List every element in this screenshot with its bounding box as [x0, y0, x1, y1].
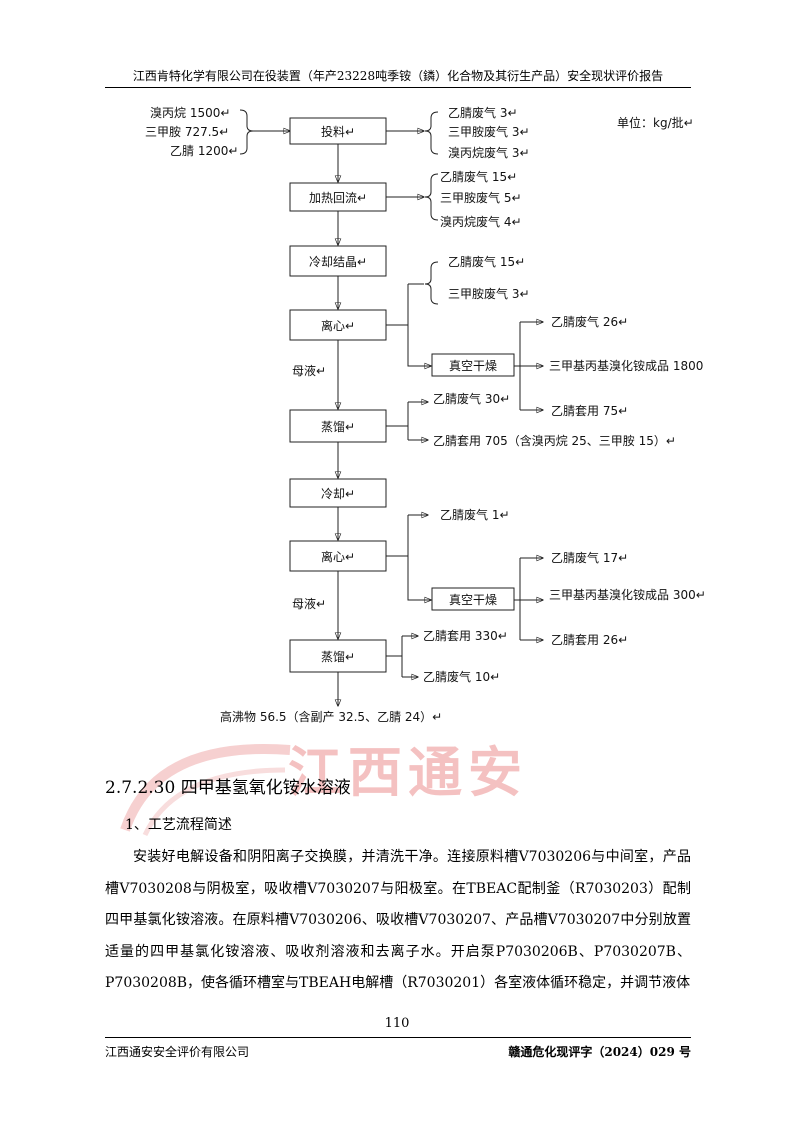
process-flow-diagram: 溴丙烷 1500↵ 三甲胺 727.5↵ 乙腈 1200↵ 单位：kg/批↵ 投…	[145, 105, 706, 724]
feed-output-acetonitrile: 乙腈废气 3↵	[448, 105, 518, 120]
centrifuge2-branch-line	[386, 515, 409, 557]
distill1-output-gas: 乙腈废气 30↵	[433, 391, 510, 406]
step-vacuum1-box	[431, 353, 515, 377]
page-header: 江西肯特化学有限公司在役装置（年产23228吨季铵（鏻）化合物及其衍生产品）安全…	[105, 68, 691, 88]
footer-company: 江西通安安全评价有限公司	[105, 1045, 250, 1059]
step-reflux-label: 加热回流↵	[309, 191, 367, 205]
reflux-output-acetonitrile: 乙腈废气 15↵	[440, 169, 517, 184]
residue-label: 高沸物 56.5（含副产 32.5、乙腈 24）↵	[220, 709, 442, 724]
distill1-output-reuse: 乙腈套用 705（含溴丙烷 25、三甲胺 15）↵	[433, 433, 676, 448]
mother-liquor-label-2: 母液↵	[292, 596, 326, 611]
step-reflux-box	[289, 182, 387, 212]
header-title: 江西肯特化学有限公司在役装置（年产23228吨季铵（鏻）化合物及其衍生产品）安全…	[132, 69, 664, 83]
distill2-output-reuse: 乙腈套用 330↵	[423, 629, 508, 643]
step-distill1-label: 蒸馏↵	[321, 420, 355, 434]
centrifuge2-to-vacuum2	[407, 556, 431, 600]
distill2-output-gas: 乙腈废气 10↵	[423, 669, 500, 684]
step-centrifuge1-label: 离心↵	[321, 318, 355, 333]
vacuum2-output-gas: 乙腈废气 17↵	[551, 550, 628, 565]
step-vacuum2-label: 真空干燥	[449, 593, 497, 607]
centrifuge1-output-trimethylamine: 三甲胺废气 3↵	[448, 286, 530, 301]
step-feed-box	[289, 117, 387, 145]
vacuum1-output-product: 三甲基丙基溴化铵成品 1800	[549, 358, 703, 373]
step-distill2-label: 蒸馏↵	[321, 650, 355, 664]
step-cool2-label: 冷却↵	[321, 487, 355, 501]
centrifuge1-output-acetonitrile: 乙腈废气 15↵	[448, 254, 525, 269]
reflux-output-trimethylamine: 三甲胺废气 5↵	[440, 190, 522, 205]
input-brace	[239, 109, 254, 155]
feed-output-bromopropane: 溴丙烷废气 3↵	[448, 145, 530, 160]
stamp-seal	[120, 744, 291, 837]
vacuum1-output-gas: 乙腈废气 26↵	[551, 314, 628, 329]
centrifuge1-output-brace	[424, 261, 439, 305]
step-vacuum1-label: 真空干燥	[449, 359, 497, 373]
vacuum1-output-reuse: 乙腈套用 75↵	[551, 404, 628, 418]
seal-arc	[120, 744, 291, 832]
seal-arc-inner	[142, 767, 286, 837]
reflux-output-bromopropane: 溴丙烷废气 4↵	[440, 214, 522, 229]
reflux-output-brace	[424, 173, 439, 221]
step-cool-crystal-label: 冷却结晶↵	[309, 255, 367, 269]
step-centrifuge2-label: 离心↵	[321, 549, 355, 564]
feed-output-trimethylamine: 三甲胺废气 3↵	[448, 124, 530, 139]
page-footer: 江西通安安全评价有限公司 赣通危化现评字（2024）029 号	[105, 1037, 691, 1060]
vacuum2-output-reuse: 乙腈套用 26↵	[551, 633, 628, 647]
step-cool-crystal-box	[289, 245, 387, 277]
input-bromopropane: 溴丙烷 1500↵	[150, 106, 230, 120]
mother-liquor-label-1: 母液↵	[292, 363, 326, 378]
centrifuge2-output-gas: 乙腈废气 1↵	[440, 507, 510, 522]
footer-report-id: 赣通危化现评字（2024）029 号	[508, 1045, 691, 1059]
step-distill2-box	[289, 639, 387, 673]
section-title: 2.7.2.30 四甲基氢氧化铵水溶液	[105, 778, 351, 798]
step-vacuum2-box	[431, 587, 515, 611]
step-feed-label: 投料↵	[321, 124, 355, 139]
centrifuge1-branch-line	[386, 284, 409, 326]
page-number: 110	[384, 1016, 410, 1031]
unit-label: 单位：kg/批↵	[617, 115, 694, 130]
input-acetonitrile: 乙腈 1200↵	[170, 144, 238, 158]
vacuum2-output-product: 三甲基丙基溴化铵成品 300↵	[549, 587, 706, 602]
feed-output-brace	[424, 111, 439, 155]
section-subtitle: 1、工艺流程简述	[125, 817, 232, 833]
input-trimethylamine: 三甲胺 727.5↵	[145, 125, 229, 139]
watermark: 江西通安	[288, 741, 528, 804]
centrifuge1-to-vacuum1	[407, 325, 431, 366]
section-paragraph: 安装好电解设备和阴阳离子交换膜，并清洗干净。连接原料槽V7030206与中间室，…	[105, 849, 691, 991]
